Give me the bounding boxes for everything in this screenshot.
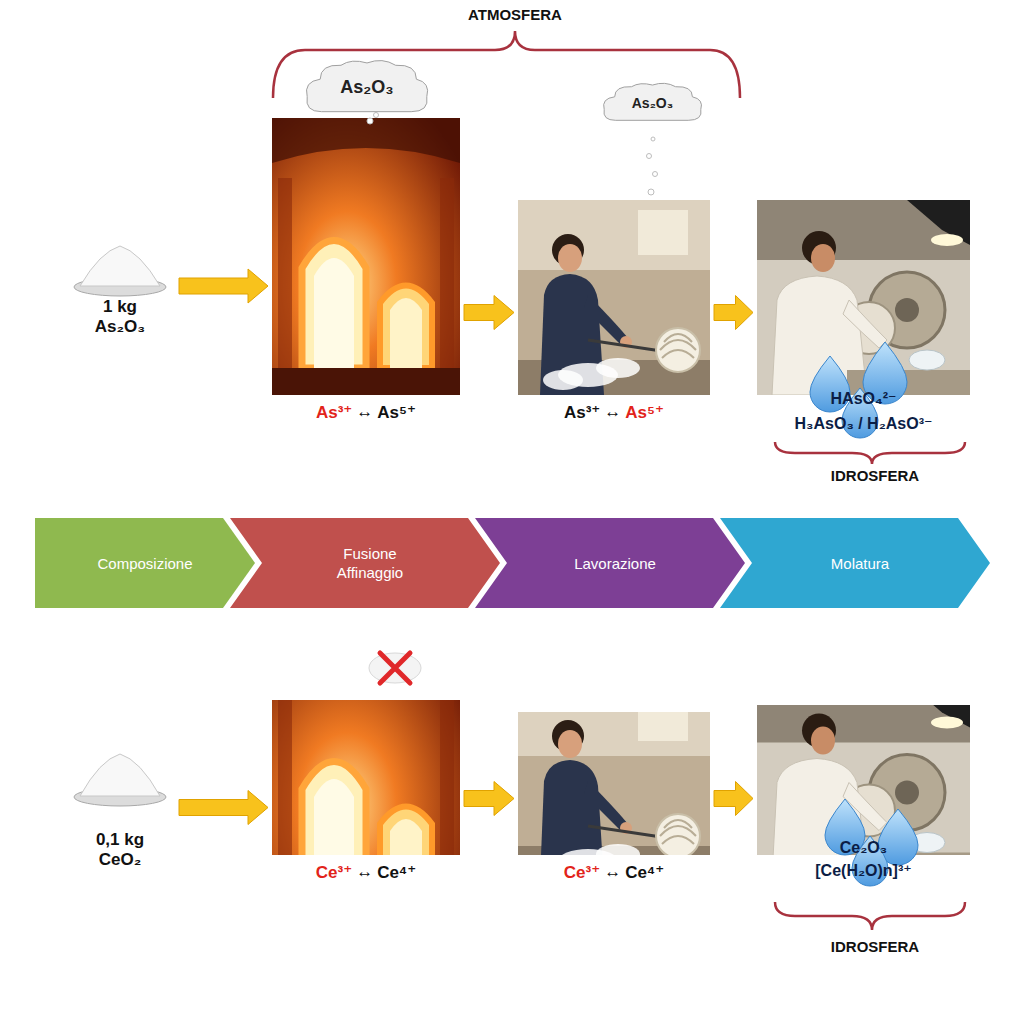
- process-step-chevron: Fusione Affinaggio: [230, 518, 500, 608]
- vapour-cloud: As₂O₃: [302, 56, 432, 114]
- step-name: Lavorazione: [564, 554, 656, 573]
- redox-caption: As³⁺↔As⁵⁺: [518, 399, 710, 425]
- redox-species: As³⁺: [316, 402, 352, 423]
- glassworker-photo: [518, 200, 710, 395]
- chevron-shape: [230, 518, 500, 608]
- cloud-label: As₂O₃: [632, 95, 673, 111]
- process-photo: As³⁺↔As⁵⁺: [518, 200, 710, 425]
- leachate-line: [Ce(H₂O)n]³⁺: [757, 860, 970, 882]
- sphere-label: IDROSFERA: [775, 938, 975, 955]
- leachate-line: HAsO₄²⁻: [757, 388, 970, 410]
- furnace-photo: [272, 639, 460, 916]
- flow-arrow: [464, 782, 514, 816]
- grinding-photo: HAsO₄²⁻ H₃AsO₃ / H₂AsO³⁻: [757, 200, 970, 440]
- redox-caption: Ce³⁺↔Ce⁴⁺: [518, 859, 710, 885]
- raw-material: 1 kg As₂O₃: [65, 235, 175, 337]
- step-name: Fusione Affinaggio: [305, 544, 425, 582]
- leachate-species: Ce₂O₃: [840, 839, 887, 856]
- cloud-label: As₂O₃: [340, 77, 393, 98]
- raw-material: 0,1 kg CeO₂: [65, 745, 175, 870]
- leachate-species: HAsO₄²⁻: [831, 390, 897, 407]
- redox-species: Ce³⁺: [316, 862, 352, 883]
- flow-arrow: [714, 782, 753, 816]
- redox-caption: Ce³⁺↔Ce⁴⁺: [272, 859, 460, 885]
- redox-species: As⁵⁺: [377, 402, 416, 423]
- grinding-photo: [757, 200, 970, 395]
- cloud-outline: [604, 83, 702, 120]
- process-step-chevron: Composizione: [35, 518, 255, 608]
- material-label: 0,1 kg CeO₂: [84, 830, 156, 870]
- material-label-block: 1 kg As₂O₃: [84, 297, 156, 337]
- flow-arrow: [464, 296, 514, 330]
- process-photo: Ce³⁺↔Ce⁴⁺: [518, 712, 710, 885]
- process-step-chevron: Lavorazione: [475, 518, 745, 608]
- step-name: Molatura: [821, 554, 889, 573]
- grinding-photo: Ce₂O₃ [Ce(H₂O)n]³⁺: [757, 705, 970, 900]
- leachate-line: H₃AsO₃ / H₂AsO³⁻: [757, 413, 970, 435]
- redox-species: ↔: [604, 402, 621, 422]
- grinding-photo: [757, 683, 970, 878]
- sphere-label: IDROSFERA: [775, 467, 975, 484]
- step-name: Composizione: [97, 554, 192, 573]
- flow-arrow: [179, 791, 268, 825]
- leachate-species: [Ce(H₂O)n]³⁺: [815, 862, 911, 879]
- redox-species: Ce⁴⁺: [625, 862, 664, 883]
- redox-species: Ce³⁺: [564, 862, 600, 883]
- material-label-block: 0,1 kg CeO₂: [84, 830, 156, 870]
- vapour-bubbles: [367, 113, 658, 196]
- leachate-line: Ce₂O₃: [757, 837, 970, 859]
- chevron-fill: [720, 518, 990, 608]
- powder-ceo2: [74, 754, 166, 806]
- leachate-species: H₃AsO₃ / H₂AsO³⁻: [795, 415, 933, 432]
- chevron-fill: [35, 518, 255, 608]
- glassworker-photo: [518, 686, 710, 881]
- redox-species: ↔: [604, 862, 621, 882]
- vapour-cloud: As₂O₃: [600, 80, 705, 122]
- material-label: 1 kg As₂O₃: [84, 297, 156, 337]
- redox-caption: As³⁺↔As⁵⁺: [272, 399, 460, 425]
- flow-arrow: [714, 296, 753, 330]
- no-emission-mark: [369, 653, 421, 683]
- redox-species: As⁵⁺: [625, 402, 664, 423]
- process-photo: Ce³⁺↔Ce⁴⁺: [272, 700, 460, 885]
- chevron-fill: [475, 518, 745, 608]
- flow-arrow: [179, 269, 268, 303]
- sphere-label: ATMOSFERA: [415, 6, 615, 23]
- redox-species: ↔: [356, 862, 373, 882]
- cloud-outline: [306, 61, 427, 112]
- redox-species: As³⁺: [564, 402, 600, 423]
- chevron-fill: [230, 518, 500, 608]
- process-photo: As³⁺↔As⁵⁺: [272, 118, 460, 425]
- furnace-photo: [272, 118, 460, 395]
- redox-species: ↔: [356, 402, 373, 422]
- powder-as2o3: [74, 246, 166, 296]
- redox-species: Ce⁴⁺: [377, 862, 416, 883]
- process-step-chevron: Molatura: [720, 518, 990, 608]
